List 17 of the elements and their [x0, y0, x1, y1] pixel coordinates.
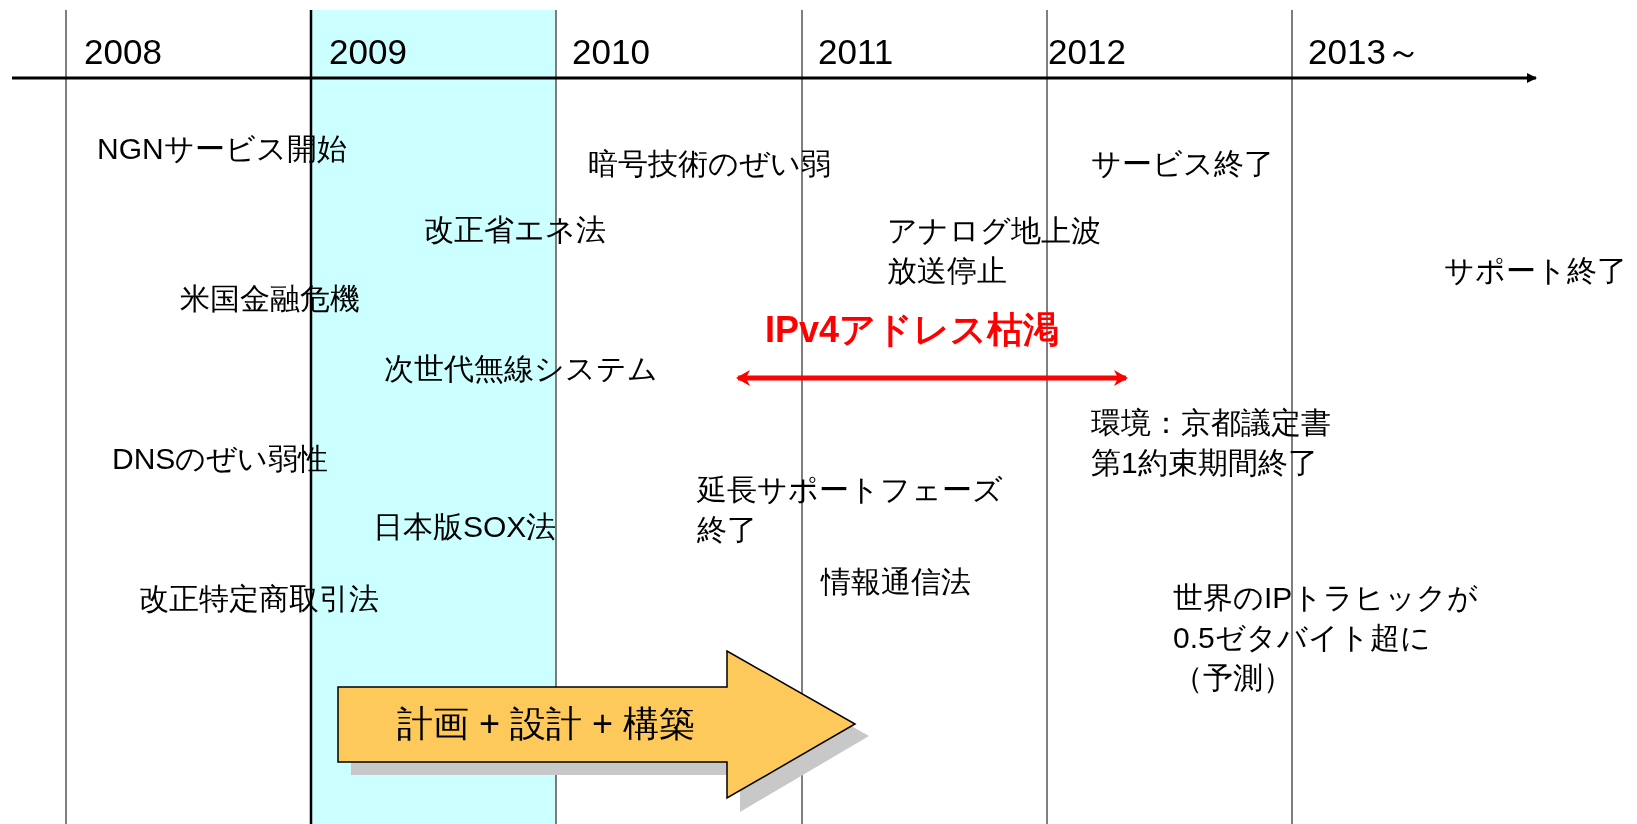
year-label: 2009: [329, 32, 407, 72]
event-text: アナログ地上波放送停止: [887, 213, 1101, 289]
event-text: 暗号技術のぜい弱: [588, 146, 831, 182]
event-text: 情報通信法: [821, 564, 971, 600]
year-label: 2012: [1048, 32, 1126, 72]
year-label: 2013～: [1308, 32, 1421, 72]
headline-text: IPv4アドレス枯渇: [765, 308, 1060, 352]
event-text: 延長サポートフェーズ終了: [697, 472, 1003, 548]
event-text: 日本版SOX法: [373, 509, 557, 545]
event-text: 次世代無線システム: [384, 351, 658, 387]
event-text: サービス終了: [1091, 146, 1274, 182]
event-text: サポート終了: [1444, 253, 1627, 289]
year-label: 2008: [84, 32, 162, 72]
year-label: 2010: [572, 32, 650, 72]
event-text: 世界のIPトラヒックが0.5ゼタバイト超に（予測）: [1173, 580, 1479, 696]
event-text: 環境：京都議定書第1約束期間終了: [1091, 405, 1331, 481]
year-label: 2011: [818, 32, 894, 72]
